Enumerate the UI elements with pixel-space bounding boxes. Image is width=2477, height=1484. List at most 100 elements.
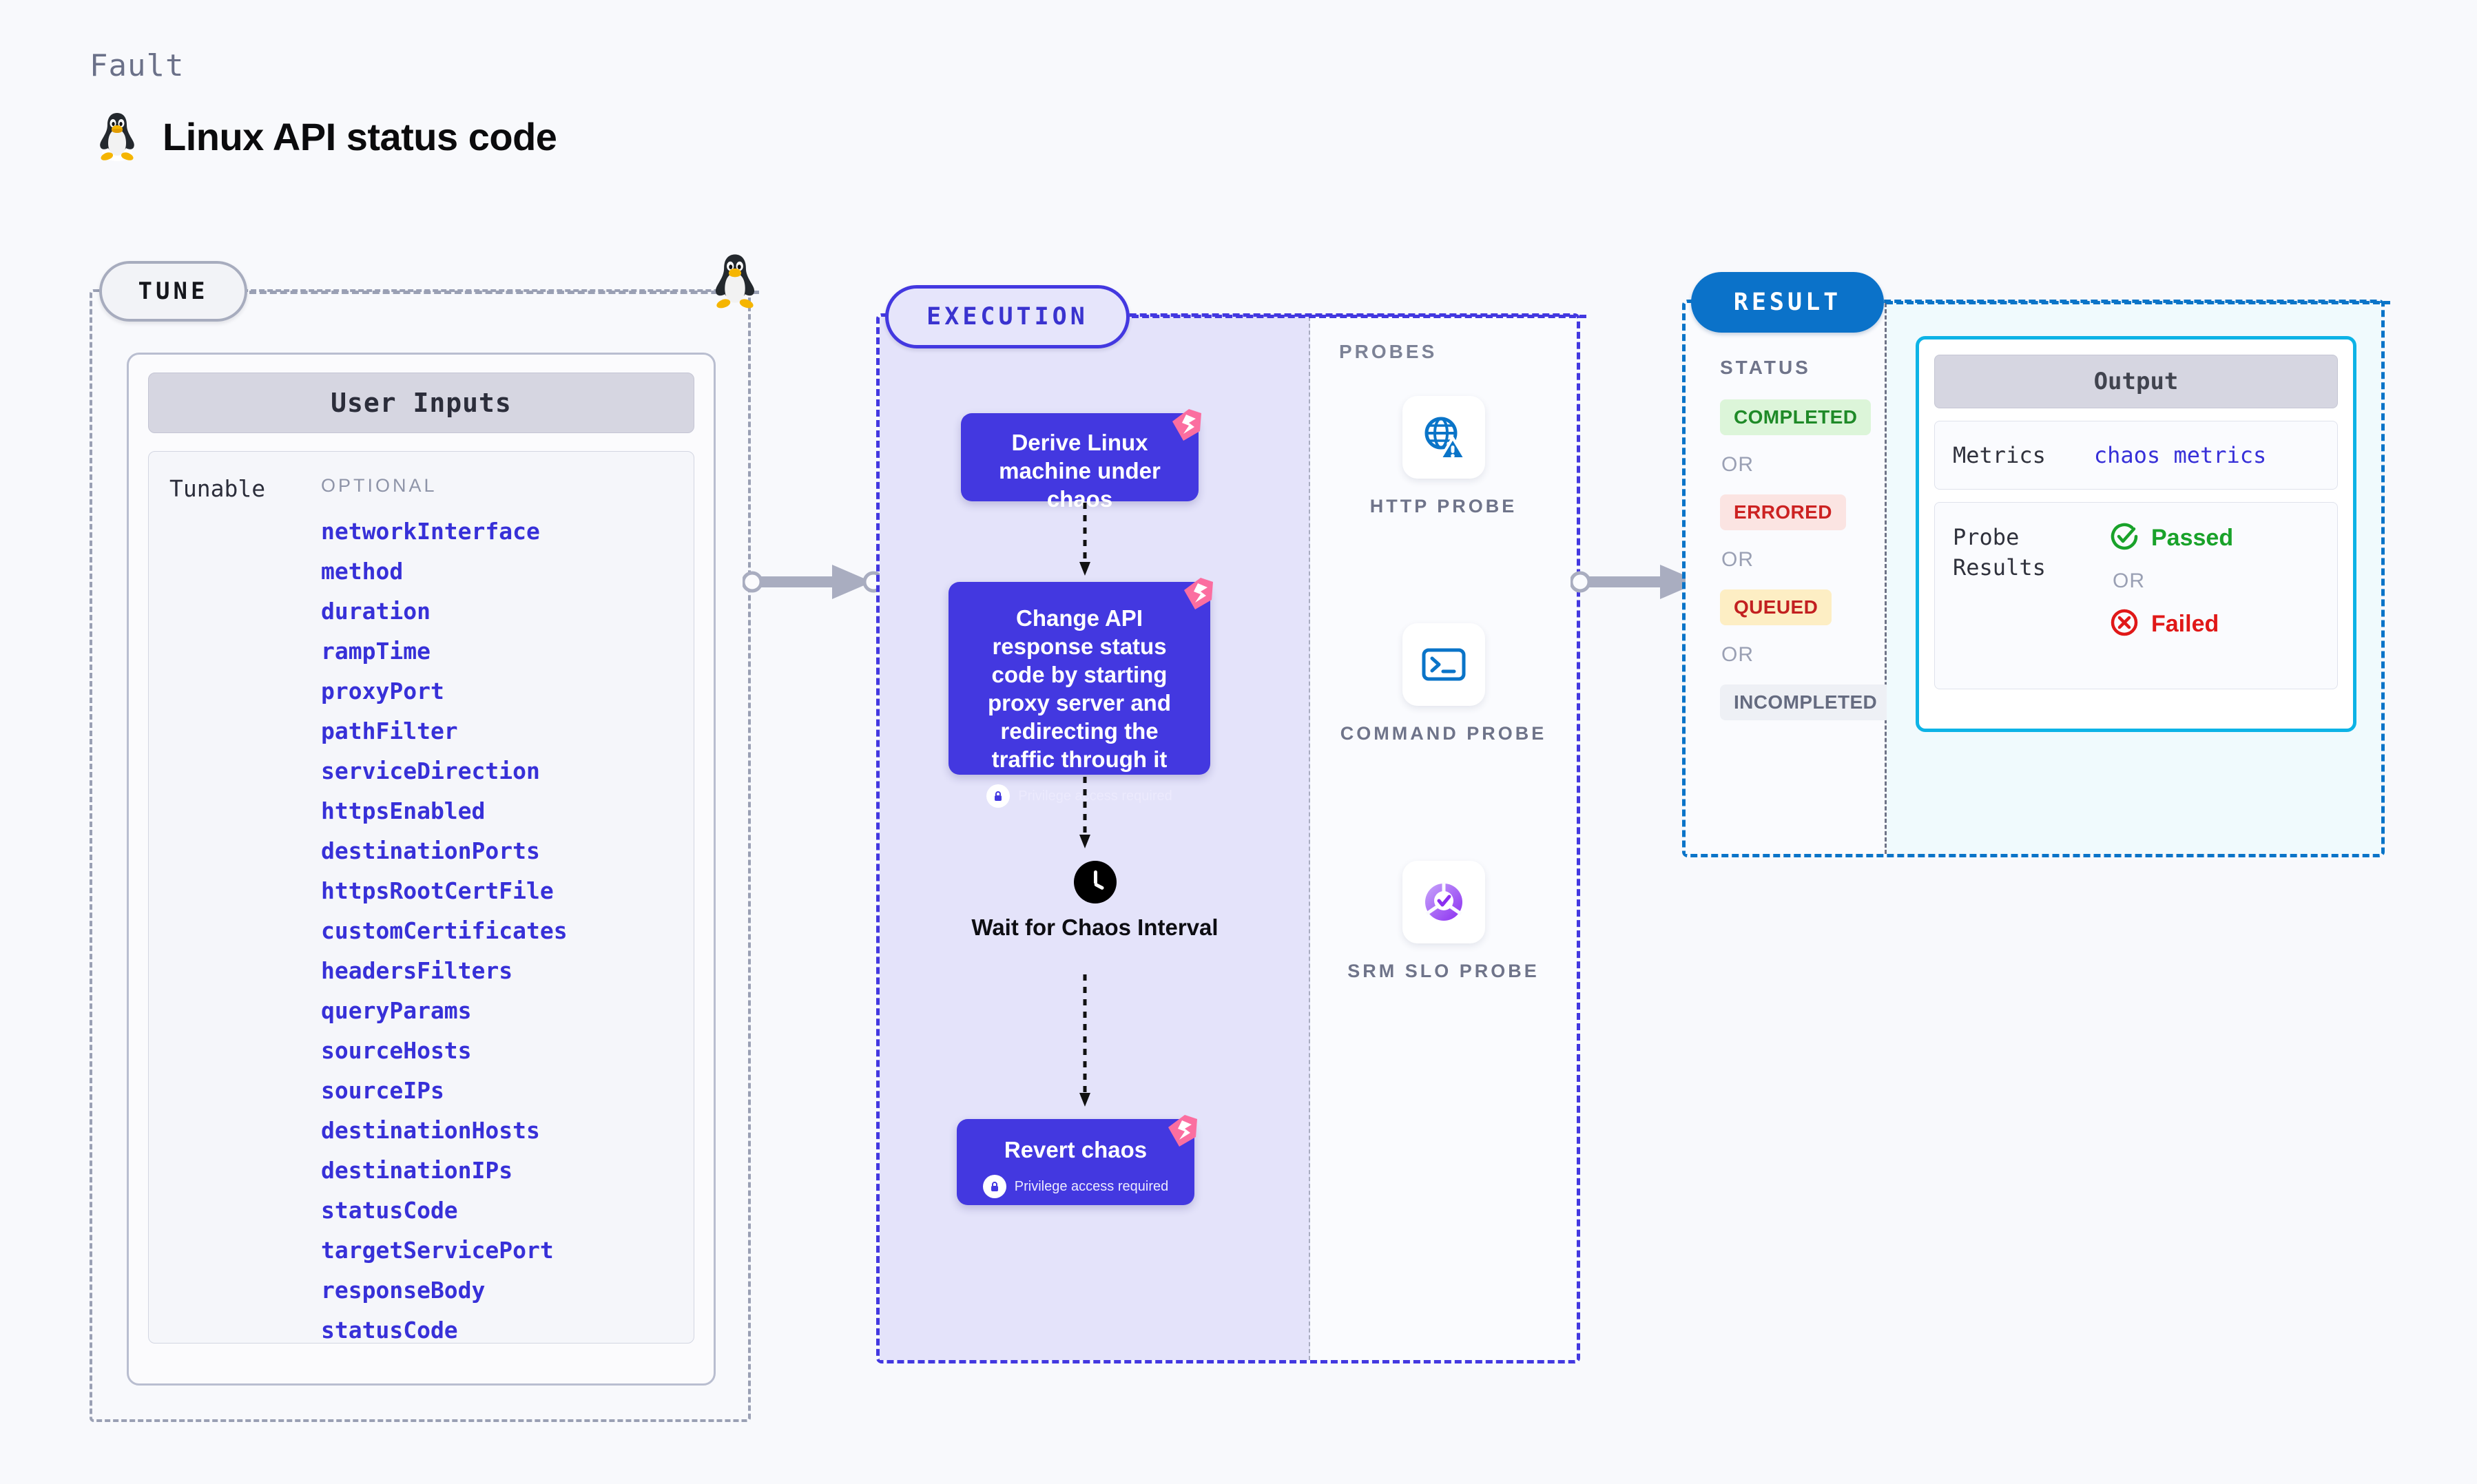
tunable-param[interactable]: proxyPort bbox=[321, 678, 444, 704]
tunable-param[interactable]: statusCode bbox=[321, 1197, 458, 1224]
probe-srm-slo[interactable]: SRM SLO PROBE bbox=[1310, 861, 1577, 983]
status-badge: ERRORED bbox=[1720, 494, 1846, 530]
user-inputs-card: User Inputs Tunable OPTIONAL networkInte… bbox=[127, 353, 716, 1386]
tune-pill[interactable]: TUNE bbox=[99, 261, 247, 322]
page-title-row: Linux API status code bbox=[95, 110, 557, 163]
probe-command[interactable]: COMMAND PROBE bbox=[1310, 623, 1577, 746]
metrics-row: Metrics chaos metrics bbox=[1934, 421, 2338, 490]
output-card: Output Metrics chaos metrics Probe Resul… bbox=[1916, 336, 2356, 732]
execution-node-revert-chaos[interactable]: Revert chaos Privilege access required bbox=[957, 1115, 1197, 1205]
tune-dash-line bbox=[249, 291, 759, 294]
status-or-label: OR bbox=[1721, 548, 1754, 571]
probe-label: HTTP PROBE bbox=[1369, 496, 1517, 516]
status-column: STATUS COMPLETED OR ERRORED OR QUEUED OR INCOM… bbox=[1686, 303, 1892, 854]
execution-node-title: Revert chaos bbox=[1004, 1137, 1148, 1162]
probes-column: PROBES HTTP PROBE bbox=[1310, 317, 1577, 1360]
result-pill[interactable]: RESULT bbox=[1691, 272, 1884, 333]
tunable-param[interactable]: statusCode bbox=[321, 1317, 458, 1344]
tunable-param[interactable]: sourceHosts bbox=[321, 1037, 472, 1064]
tunable-param[interactable]: destinationHosts bbox=[321, 1117, 540, 1144]
metrics-key: Metrics bbox=[1953, 442, 2046, 468]
optional-group-label: OPTIONAL bbox=[321, 475, 437, 496]
tunable-param[interactable]: responseBody bbox=[321, 1277, 486, 1304]
globe-warning-icon bbox=[1402, 396, 1485, 479]
tunable-row-label: Tunable bbox=[169, 475, 266, 502]
execution-flow: Derive Linux machine under chaos C bbox=[880, 317, 1310, 1360]
execution-probes-panel: EXECUTION Derive Linux machine under cha… bbox=[876, 285, 1586, 1363]
tunable-param[interactable]: sourceIPs bbox=[321, 1077, 444, 1104]
probes-section-label: PROBES bbox=[1339, 341, 1438, 362]
user-inputs-body: Tunable OPTIONAL networkInterface method d… bbox=[148, 451, 694, 1344]
privilege-label: Privilege access required bbox=[1018, 788, 1172, 804]
tunable-param[interactable]: httpsRootCertFile bbox=[321, 877, 554, 904]
execution-column: Derive Linux machine under chaos C bbox=[880, 317, 1310, 1360]
execution-node-title: Change API response status code by start… bbox=[988, 605, 1171, 772]
status-badge: INCOMPLETED bbox=[1720, 684, 1892, 720]
execution-node-change-status-code[interactable]: Change API response status code by start… bbox=[949, 578, 1213, 808]
tunable-param[interactable]: pathFilter bbox=[321, 718, 458, 744]
tunable-param[interactable]: networkInterface bbox=[321, 518, 540, 545]
page-kicker: Fault bbox=[90, 48, 185, 83]
tunable-param[interactable]: customCertificates bbox=[321, 917, 568, 944]
x-circle-icon bbox=[2110, 608, 2139, 640]
probe-result-failed: Failed bbox=[2110, 608, 2233, 640]
tunable-param[interactable]: targetServicePort bbox=[321, 1237, 554, 1264]
connector-tune-to-execution bbox=[743, 565, 884, 599]
tune-panel: TUNE User Inputs Tunable OPTIONAL networ… bbox=[90, 261, 759, 1422]
tunable-params-list: OPTIONAL networkInterface method duration r… bbox=[321, 475, 694, 1344]
flow-arrow-1 bbox=[1079, 503, 1090, 576]
status-or-label: OR bbox=[1721, 453, 1754, 476]
chaos-ribbon-icon bbox=[1161, 1109, 1204, 1152]
result-panel: RESULT STATUS COMPLETED OR ERRORED OR QUEUED… bbox=[1682, 272, 2390, 857]
check-circle-icon bbox=[2110, 522, 2139, 554]
tunable-param[interactable]: rampTime bbox=[321, 638, 431, 665]
probe-results-values: Passed OR Failed bbox=[2110, 522, 2233, 689]
failed-label: Failed bbox=[2151, 611, 2219, 637]
flow-arrow-2 bbox=[1079, 777, 1090, 848]
probe-label: COMMAND PROBE bbox=[1340, 723, 1547, 744]
status-section-label: STATUS bbox=[1720, 357, 1811, 378]
tunable-param[interactable]: destinationPorts bbox=[321, 837, 540, 864]
terminal-icon bbox=[1402, 623, 1485, 706]
lock-icon bbox=[986, 784, 1011, 808]
tunable-param[interactable]: destinationIPs bbox=[321, 1157, 513, 1184]
lock-icon bbox=[982, 1175, 1006, 1198]
status-badge: COMPLETED bbox=[1720, 399, 1872, 435]
probe-http[interactable]: HTTP PROBE bbox=[1310, 396, 1577, 519]
result-dash-line bbox=[1886, 301, 2390, 304]
wait-for-chaos-interval-step: Wait for Chaos Interval bbox=[880, 861, 1310, 942]
probe-result-passed: Passed bbox=[2110, 522, 2233, 554]
probe-results-row: Probe Results Passed OR bbox=[1934, 502, 2338, 689]
chaos-ribbon-icon bbox=[1165, 404, 1208, 446]
tunable-param[interactable]: httpsEnabled bbox=[321, 797, 486, 824]
probe-results-key: Probe Results bbox=[1953, 524, 2046, 581]
user-inputs-header: User Inputs bbox=[148, 373, 694, 433]
privilege-notice: Privilege access required bbox=[966, 784, 1192, 808]
clock-icon bbox=[1073, 861, 1117, 903]
wait-step-label: Wait for Chaos Interval bbox=[971, 915, 1219, 940]
execution-node-title: Derive Linux machine under chaos bbox=[999, 430, 1161, 512]
tux-penguin-border-icon bbox=[709, 251, 760, 314]
probe-result-or-label: OR bbox=[2113, 569, 2145, 592]
chaos-ribbon-icon bbox=[1177, 572, 1220, 615]
tunable-param[interactable]: duration bbox=[321, 598, 431, 625]
probe-label: SRM SLO PROBE bbox=[1347, 961, 1540, 981]
privilege-label: Privilege access required bbox=[1014, 1178, 1169, 1194]
flow-arrow-3 bbox=[1079, 974, 1090, 1107]
execution-dash-line bbox=[1132, 315, 1586, 318]
tunable-param[interactable]: method bbox=[321, 558, 404, 585]
tunable-param[interactable]: queryParams bbox=[321, 997, 472, 1024]
tunable-param[interactable]: headersFilters bbox=[321, 957, 513, 984]
passed-label: Passed bbox=[2151, 525, 2234, 551]
tux-penguin-icon bbox=[95, 110, 139, 163]
execution-pill[interactable]: EXECUTION bbox=[885, 285, 1130, 348]
status-or-label: OR bbox=[1721, 643, 1754, 666]
slo-donut-check-icon bbox=[1402, 861, 1485, 943]
tunable-param[interactable]: serviceDirection bbox=[321, 757, 540, 784]
status-badge: QUEUED bbox=[1720, 589, 1832, 625]
privilege-notice: Privilege access required bbox=[972, 1175, 1179, 1198]
execution-node-derive-machine[interactable]: Derive Linux machine under chaos bbox=[961, 409, 1201, 512]
metrics-value[interactable]: chaos metrics bbox=[2093, 442, 2267, 468]
page-title: Linux API status code bbox=[163, 114, 557, 158]
